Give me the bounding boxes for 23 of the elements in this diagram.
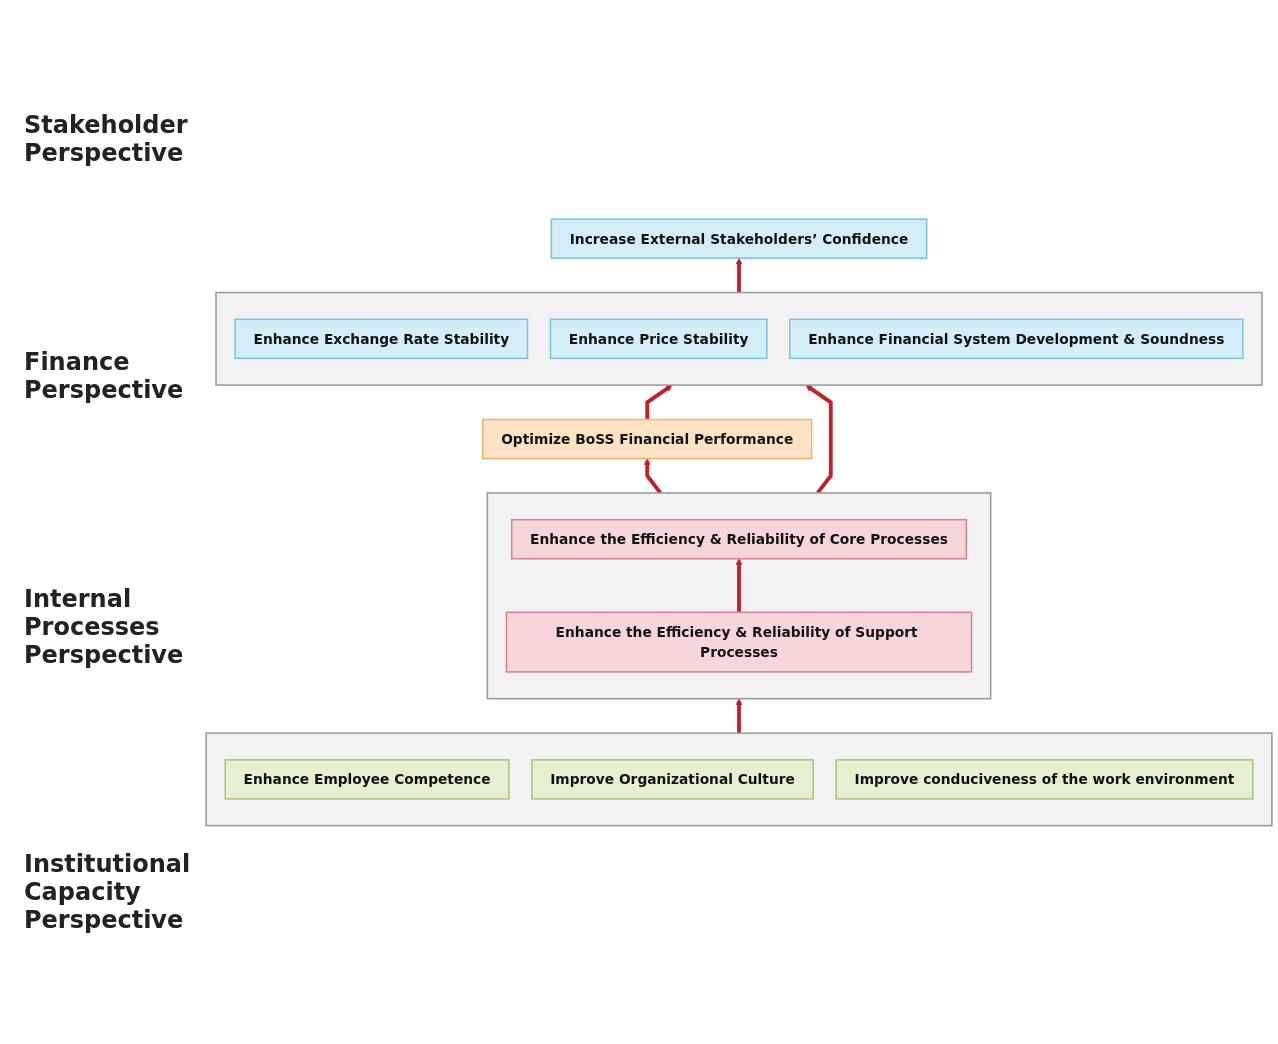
node-box: Enhance Financial System Development & Soundness xyxy=(789,318,1244,359)
node-box: Improve Organizational Culture xyxy=(531,758,814,800)
node-box: Optimize BoSS Financial Performance xyxy=(482,418,813,459)
arrow xyxy=(643,457,662,494)
node-box: Improve conduciveness of the work environment xyxy=(835,758,1254,800)
cluster xyxy=(215,291,1263,386)
arrow xyxy=(735,558,743,612)
node-box: Increase External Stakeholders’ Confidence xyxy=(550,217,928,259)
node-box: Enhance the Efficiency & Reliability of Core Processes xyxy=(510,518,968,560)
arrow xyxy=(645,384,673,420)
node-box: Enhance Exchange Rate Stability xyxy=(234,318,529,359)
perspective-label: Internal Processes Perspective xyxy=(24,584,185,669)
node-box: Enhance the Efficiency & Reliability of Support Processes xyxy=(505,611,973,673)
cluster xyxy=(205,731,1273,827)
perspective-label: Stakeholder Perspective xyxy=(24,110,189,167)
perspective-label: Finance Perspective xyxy=(24,347,185,404)
cluster xyxy=(486,491,992,700)
arrow xyxy=(735,698,743,733)
arrow xyxy=(735,257,743,293)
arrow xyxy=(805,384,833,494)
perspective-label: Institutional Capacity Perspective xyxy=(24,849,192,934)
node-box: Enhance Employee Competence xyxy=(224,758,510,800)
node-box: Enhance Price Stability xyxy=(549,318,768,359)
